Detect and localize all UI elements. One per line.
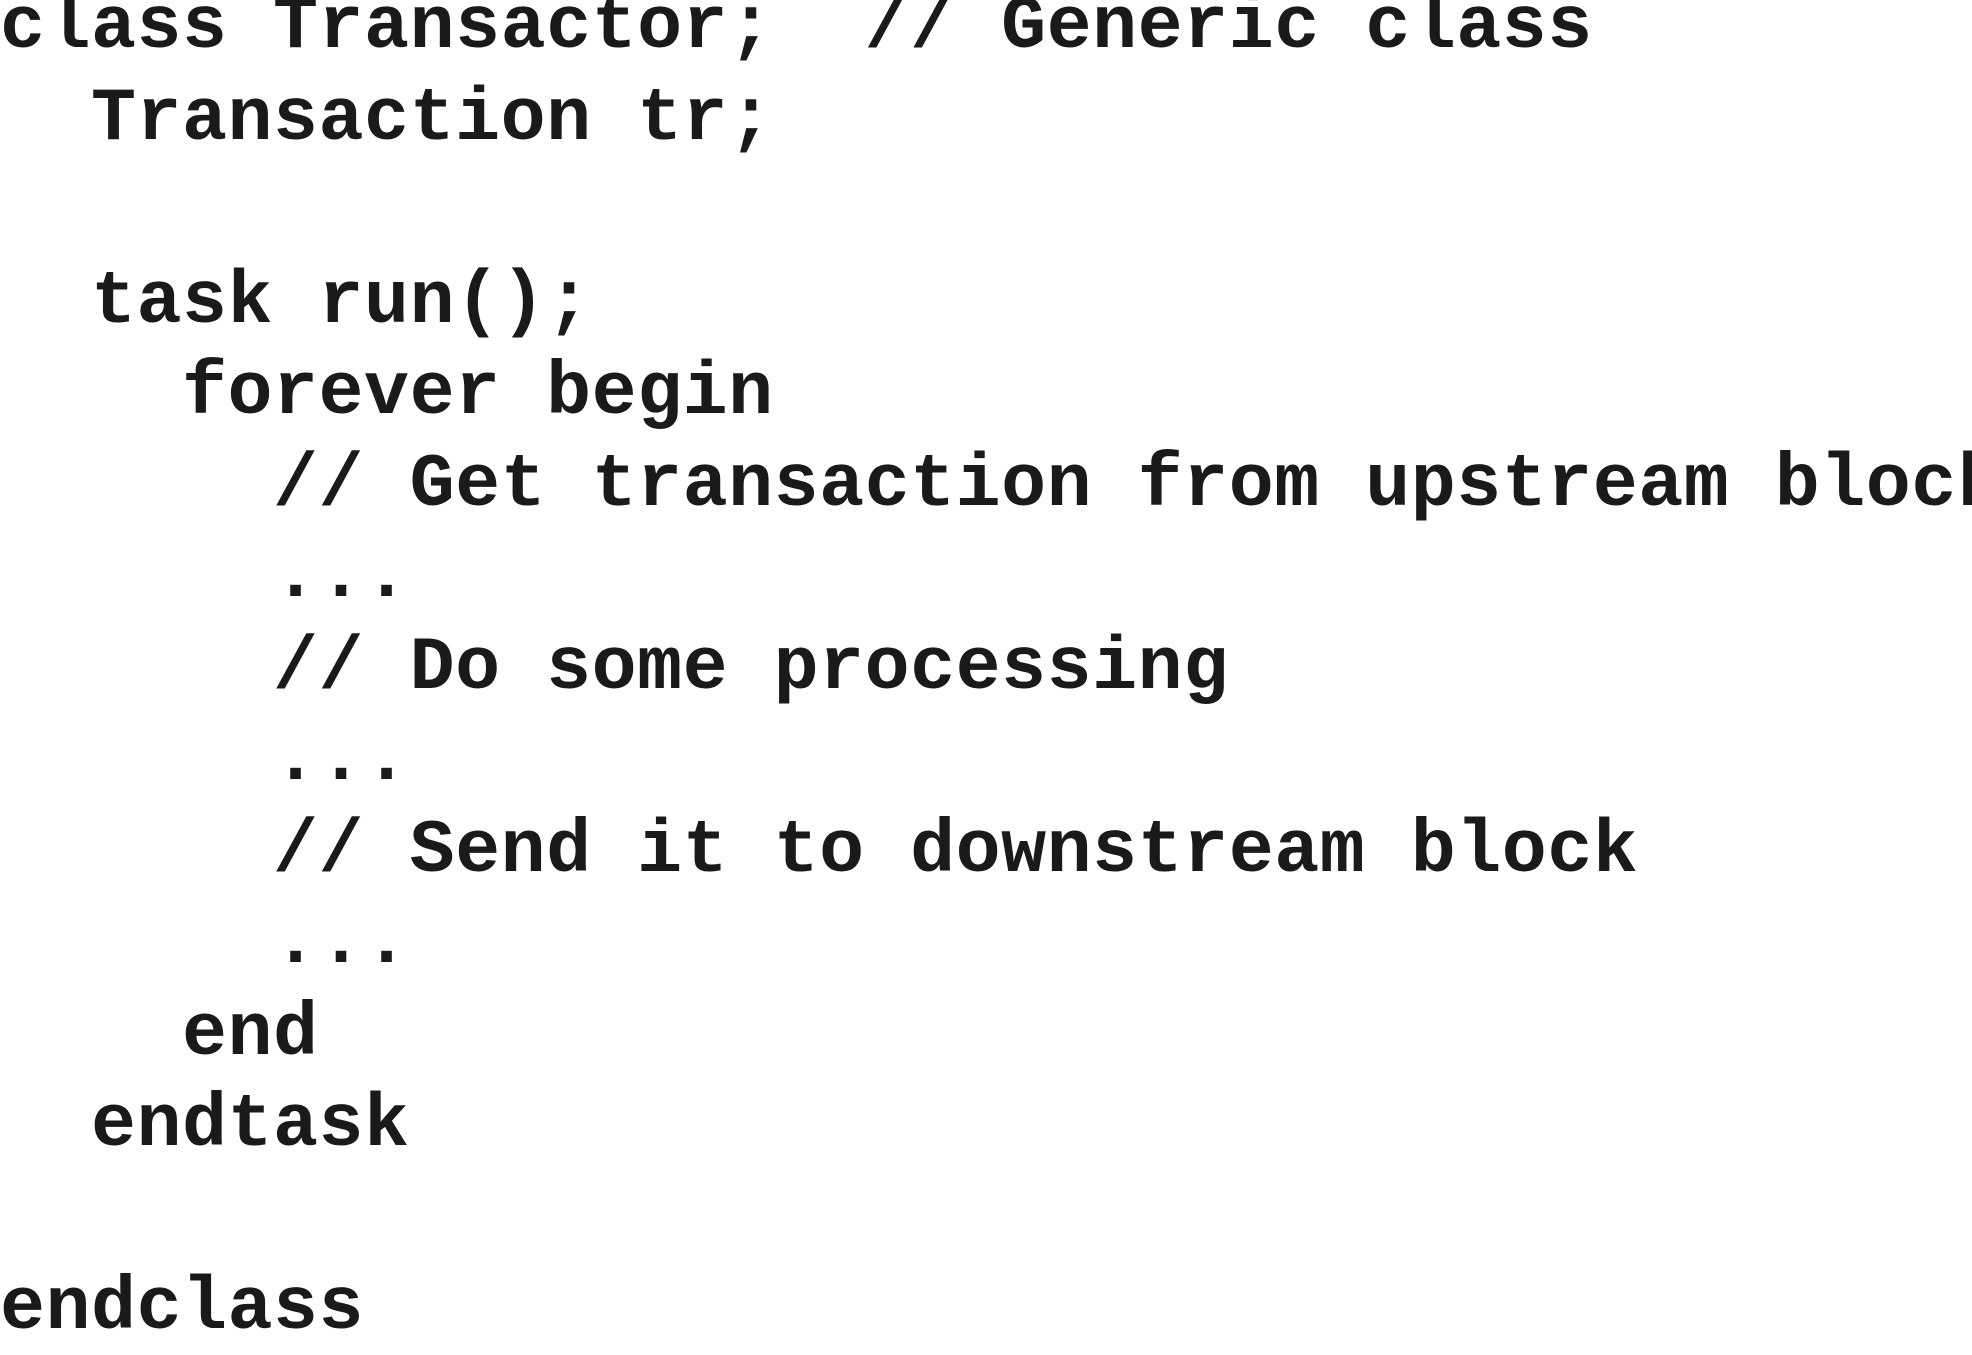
code-line-comment-get: // Get transaction from upstream block <box>0 442 1972 528</box>
code-line-endclass: endclass <box>0 1266 365 1351</box>
code-line-ellipsis: ... <box>0 717 410 802</box>
code-line-task-run: task run(); <box>0 259 592 345</box>
code-line-ellipsis: ... <box>0 534 410 619</box>
code-line-comment-send: // Send it to downstream block <box>0 808 1639 894</box>
code-line-endtask: endtask <box>0 1083 410 1168</box>
code-line-blank <box>0 1172 1972 1264</box>
code-line-class-decl: class Transactor; // Generic class <box>0 0 1593 70</box>
code-line-comment-process: // Do some processing <box>0 625 1229 711</box>
code-line-forever-begin: forever begin <box>0 351 774 436</box>
code-line-end: end <box>0 991 319 1077</box>
code-line-ellipsis: ... <box>0 900 410 985</box>
code-line-blank <box>0 165 1972 257</box>
code-line-transaction-field: Transaction tr; <box>0 76 774 162</box>
